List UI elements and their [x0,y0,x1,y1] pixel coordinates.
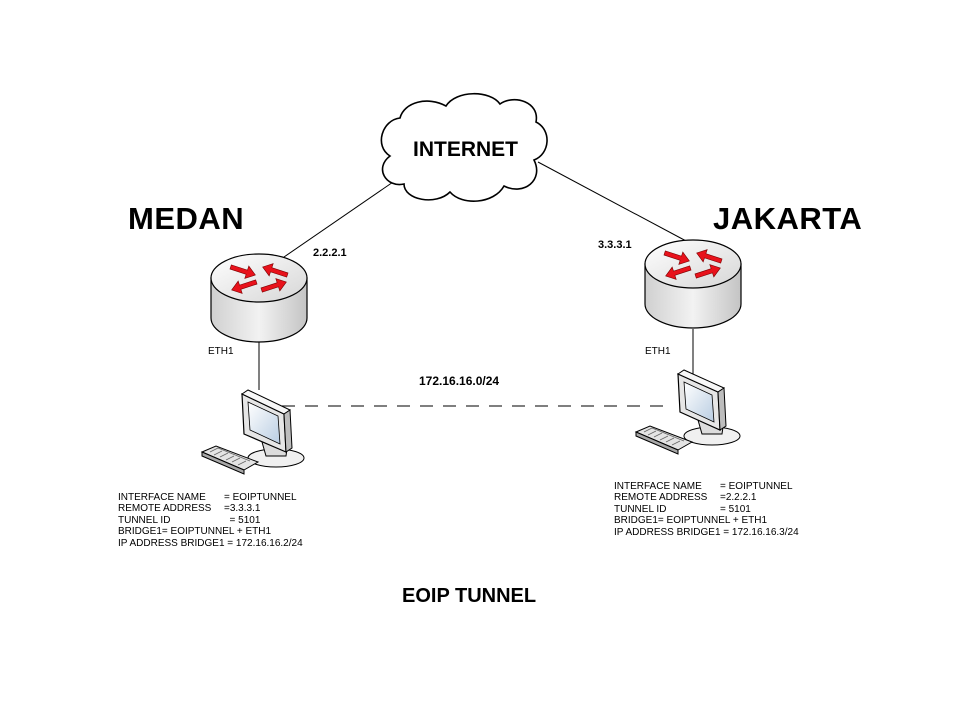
lan-port-jakarta: ETH1 [645,346,671,357]
config-row: IP ADDRESS BRIDGE1 = 172.16.16.2/24 [118,537,303,549]
wan-link-medan [283,179,397,258]
config-row: BRIDGE1= EOIPTUNNEL + ETH1 [614,515,768,527]
wan-ip-medan: 2.2.2.1 [313,247,347,259]
computer-icon-medan [200,389,305,475]
config-row: INTERFACE NAME= EOIPTUNNEL [118,492,297,503]
config-row: INTERFACE NAME= EOIPTUNNEL [614,481,793,492]
config-row: REMOTE ADDRESS=3.3.3.1 [118,503,261,515]
lan-port-medan: ETH1 [208,346,234,357]
site-title-medan: MEDAN [128,201,245,236]
wan-link-jakarta [537,161,689,243]
diagram-caption: EOIP TUNNEL [402,585,537,607]
config-row: TUNNEL ID= 5101 [614,503,751,515]
router-icon-medan [210,253,308,343]
config-block-medan: INTERFACE NAME= EOIPTUNNEL REMOTE ADDRES… [118,492,303,549]
computer-icon-jakarta [634,369,741,455]
config-row: TUNNEL ID = 5101 [118,514,261,526]
site-title-jakarta: JAKARTA [713,201,863,236]
router-icon-jakarta [644,239,742,329]
keyboard-icon-medan [200,445,260,475]
config-row: IP ADDRESS BRIDGE1 = 172.16.16.3/24 [614,526,799,538]
config-row: REMOTE ADDRESS=2.2.2.1 [614,492,757,504]
cloud-icon [380,93,548,202]
config-row: BRIDGE1= EOIPTUNNEL + ETH1 [118,526,272,538]
tunnel-subnet-label: 172.16.16.0/24 [419,374,500,388]
wan-ip-jakarta: 3.3.3.1 [598,239,632,251]
config-block-jakarta: INTERFACE NAME= EOIPTUNNEL REMOTE ADDRES… [614,481,799,538]
internet-label: INTERNET [413,138,518,161]
keyboard-icon-jakarta [634,425,694,455]
